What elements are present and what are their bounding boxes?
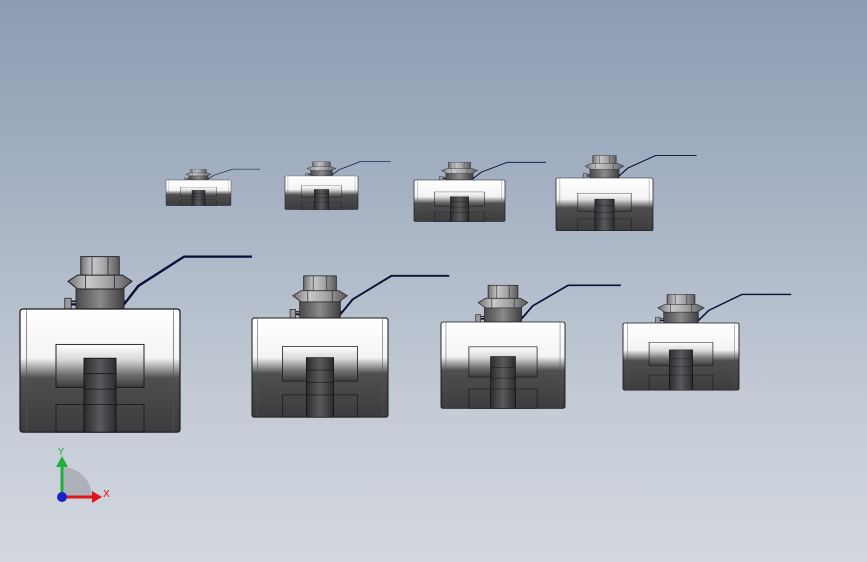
z-axis-dot — [57, 492, 67, 502]
valve-8[interactable] — [622, 293, 793, 392]
valve-4[interactable] — [555, 154, 698, 232]
y-axis-label: Y — [57, 447, 65, 458]
x-axis-label: X — [103, 489, 110, 500]
valve-6[interactable] — [250, 274, 451, 419]
valve-3[interactable] — [413, 161, 547, 223]
valve-7[interactable] — [440, 284, 622, 410]
valve-5[interactable] — [18, 255, 254, 434]
valve-1[interactable] — [165, 168, 261, 207]
triad-quadrant — [62, 467, 92, 497]
valve-2[interactable] — [284, 161, 392, 211]
coordinate-triad: Y X — [56, 447, 110, 503]
